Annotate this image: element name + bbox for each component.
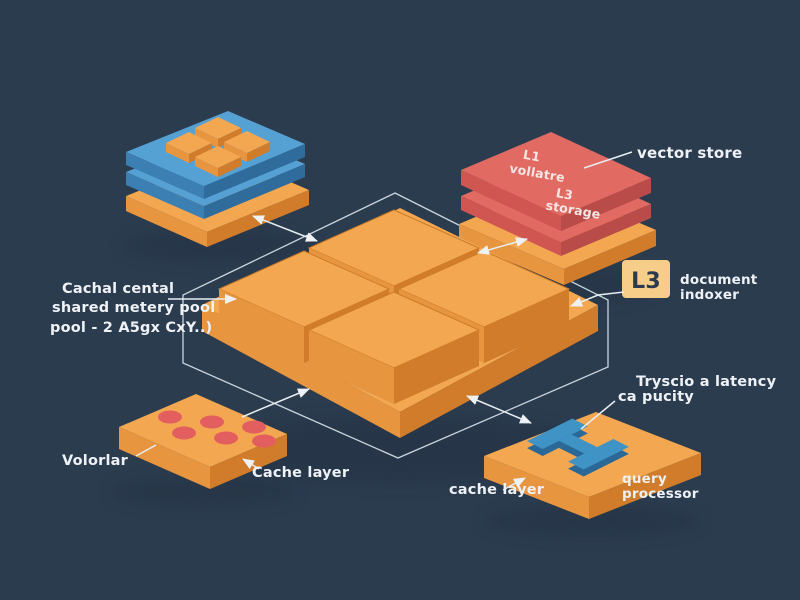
left-face [224,142,247,162]
hexagon-outline [182,192,609,459]
red-stack-layer-1 [461,132,651,231]
h-bar-right [568,439,629,470]
red-dots [158,410,276,448]
dot [158,410,182,424]
left-face [309,330,394,404]
arrow-badge-to-platform [570,291,625,307]
memory-pool-note-line1: Cachal cental [62,281,174,297]
line-vector-store-label [583,151,633,169]
cache-layer-right-label: cache layer [449,482,545,498]
right-face [218,157,241,177]
top-face [119,394,287,467]
h-shape-icon [527,418,629,470]
query-processor-line1: query [622,471,667,487]
right-face [484,289,569,363]
badge-label: L3 [631,269,661,294]
query-platform [484,412,701,519]
labels: Cachal cental shared metery pool pool - … [50,144,777,502]
blue-stack [126,111,309,247]
left-face [166,143,189,163]
connectors [135,151,633,491]
document-indexer-line2: indoxer [680,287,739,303]
line-votorlar-label [135,444,157,457]
left-face [484,456,589,519]
right-face [589,453,701,519]
badge-background [622,260,670,298]
l3-badge: L3 [622,260,670,298]
vector-store-label: vector store [637,144,742,162]
dot [214,431,238,445]
arrow-cache-label-right [502,477,526,491]
left-face [195,128,218,148]
right-face [564,230,656,285]
h-bar-left [527,418,588,449]
red-face-label-l3: L3 [555,185,574,203]
right-face [204,144,305,199]
query-processor-line2: processor [622,486,699,502]
left-face [461,170,561,231]
shadow-dot-platform [111,477,295,507]
red-stack: L1 vollatre L3 storage [459,132,656,285]
mini-cube-back [195,117,241,148]
memory-pool-note-line3: pool - 2 A5gx CxY..) [50,320,212,336]
mini-cube-left [166,132,212,163]
dot [172,426,196,440]
right-face [204,164,305,219]
left-face [195,157,218,177]
shadow-query-platform [484,505,700,537]
dot [242,420,266,434]
latency-note-line1: Tryscio a latency [636,374,777,390]
arrow-blue-stack-to-platform [252,215,318,242]
mini-cube-front [195,146,241,177]
central-platform [202,208,598,438]
arrow-platform-to-red-stack [477,237,528,255]
right-face [394,330,479,404]
votorlar-label: Volorlar [62,453,129,469]
left-face [126,172,204,219]
right-face [561,204,651,256]
dot [200,415,224,429]
platform-cube-front [307,291,481,404]
document-indexer-line1: document [680,272,758,288]
red-face-label-l1: L1 [522,147,541,165]
arrow-dots-to-platform [241,388,310,418]
memory-pool-note-line2: shared metery pool [52,300,215,316]
left-face [126,196,207,247]
right-face [218,128,241,148]
top-face [461,132,651,216]
h-crossbar [558,434,598,454]
right-face [189,143,212,163]
arrow-platform-to-query [466,395,532,424]
left-face [126,152,204,199]
dot [252,434,276,448]
latency-note-line2: ca pucity [618,389,694,405]
right-face [561,178,651,231]
mini-cube-right [224,131,270,162]
left-face [219,289,304,363]
cache-layer-left-label: Cache layer [252,465,350,481]
left-face [461,196,561,256]
right-face [247,142,270,162]
line-latency-note [580,400,616,430]
arrow-cache-label-left [242,458,260,470]
right-face [400,305,598,438]
left-face [119,427,210,489]
